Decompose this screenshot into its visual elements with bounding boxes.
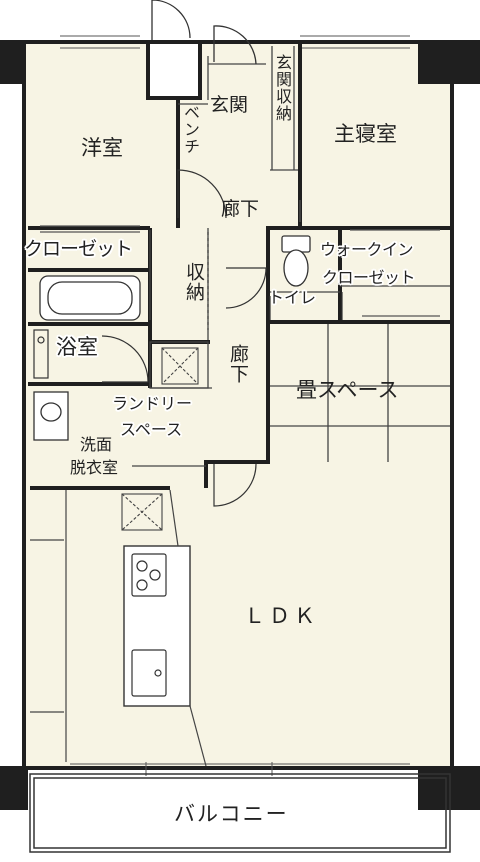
pillar-top-right (418, 40, 480, 84)
label-tatami-space: 畳スペース (296, 378, 399, 402)
thin-lines (132, 46, 450, 467)
exterior-walls (22, 40, 454, 770)
entrance-doors (151, 0, 257, 65)
laundry-pan (161, 347, 199, 385)
label-hallway-lower: 廊下 (227, 344, 249, 384)
pillar-bottom-left (0, 766, 28, 810)
label-ldk: ＬＤＫ (244, 604, 319, 628)
label-entrance-storage: 玄関収納 (273, 54, 292, 122)
label-bench: ベンチ (181, 104, 200, 155)
label-laundry-2: スペース (120, 420, 183, 439)
label-western-room: 洋室 (81, 136, 123, 160)
floor-entrance-bay (146, 40, 202, 100)
sliding-doors (40, 200, 440, 317)
label-walk-in-closet-2: クローゼット (322, 268, 416, 287)
label-entrance: 玄関 (210, 94, 249, 116)
bath-shower-unit (33, 329, 49, 379)
label-master-bedroom: 主寝室 (334, 122, 397, 146)
pillar-bottom-right (418, 766, 480, 810)
floor-main (26, 44, 450, 770)
interior-doors (101, 169, 343, 507)
kitchen-sink (131, 649, 167, 697)
label-walk-in-closet-1: ウォークイン (320, 240, 414, 259)
cooktop (131, 553, 167, 597)
bathtub (39, 275, 141, 321)
label-toilet: トイレ (268, 288, 317, 307)
label-laundry-1: ランドリー (112, 394, 193, 413)
label-storage: 収納 (183, 262, 205, 302)
pillar-top-left (0, 40, 26, 84)
fridge-space (121, 493, 163, 531)
label-bathroom: 浴室 (56, 335, 98, 359)
floor-areas (26, 40, 450, 852)
label-closet: クローゼット (24, 238, 133, 260)
wash-basin (33, 391, 69, 441)
pillars (0, 40, 480, 810)
balcony-outline (29, 773, 451, 853)
kitchen-counter (123, 545, 191, 707)
label-hallway-upper: 廊下 (221, 198, 260, 220)
label-washroom-1: 洗面 (80, 435, 113, 454)
label-balcony: バルコニー (174, 802, 289, 826)
label-washroom-2: 脱衣室 (70, 458, 119, 477)
ldk-lines (30, 489, 207, 767)
toilet-fixture (281, 235, 311, 287)
floor-balcony (28, 772, 450, 852)
